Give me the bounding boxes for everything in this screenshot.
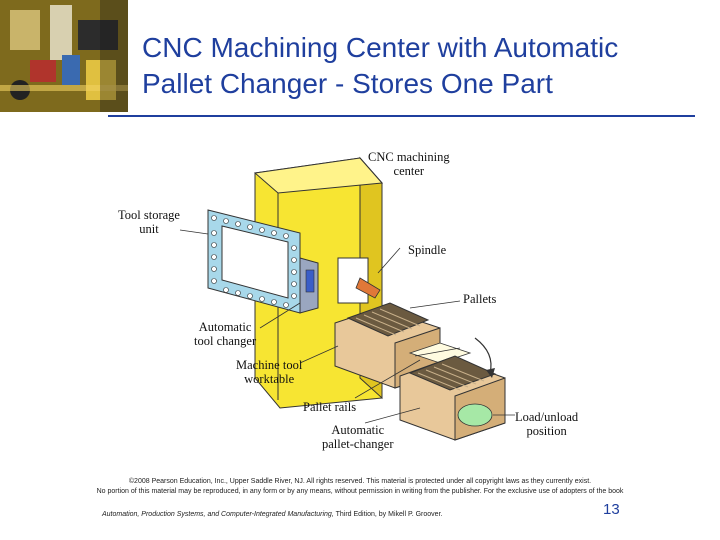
decorative-circuit-photo bbox=[0, 0, 128, 112]
label-pallet-rails: Pallet rails bbox=[303, 400, 357, 414]
label-tool-storage-line-1: Tool storage bbox=[118, 208, 180, 222]
label-tool-storage-line-2: unit bbox=[139, 222, 159, 236]
label-load-unload-position: Load/unload position bbox=[515, 410, 578, 438]
title-underline bbox=[108, 115, 695, 117]
label-automatic-pallet-changer: Automatic pallet-changer bbox=[322, 423, 393, 451]
copyright-line-1: ©2008 Pearson Education, Inc., Upper Sad… bbox=[128, 478, 592, 485]
label-load-line-2: position bbox=[526, 424, 567, 438]
label-tool-storage-unit: Tool storage unit bbox=[118, 208, 180, 236]
label-spindle: Spindle bbox=[408, 243, 447, 257]
copyright-line-2: No portion of this material may be repro… bbox=[96, 488, 624, 495]
page-number: 13 bbox=[603, 501, 620, 518]
label-cnc-machining-center: CNC machining center bbox=[368, 150, 450, 178]
book-edition-author: Third Edition, by Mikell P. Groover. bbox=[333, 511, 443, 518]
label-cnc-line-1: CNC machining bbox=[368, 150, 450, 164]
label-apc-line-1: Automatic bbox=[331, 423, 385, 437]
label-machine-tool-worktable: Machine tool worktable bbox=[236, 358, 302, 386]
title-line-2: Pallet Changer - Stores One Part bbox=[142, 68, 553, 99]
label-load-line-1: Load/unload bbox=[515, 410, 579, 424]
copyright-notice: ©2008 Pearson Education, Inc., Upper Sad… bbox=[0, 477, 720, 497]
label-automatic-tool-changer: Automatic tool changer bbox=[194, 320, 256, 348]
cnc-pallet-changer-diagram: CNC machining center Tool storage unit S… bbox=[110, 138, 610, 468]
label-pallets: Pallets bbox=[463, 292, 497, 306]
title-line-1: CNC Machining Center with Automatic bbox=[142, 32, 619, 63]
machine-illustration bbox=[179, 156, 515, 441]
label-worktable-line-2: worktable bbox=[244, 372, 295, 386]
label-atc-line-1: Automatic bbox=[198, 320, 252, 334]
book-citation: Automation, Production Systems, and Comp… bbox=[102, 511, 442, 518]
book-title: Automation, Production Systems, and Comp… bbox=[102, 511, 334, 518]
label-atc-line-2: tool changer bbox=[194, 334, 257, 348]
slide-title: CNC Machining Center with Automatic Pall… bbox=[142, 30, 712, 102]
label-cnc-line-2: center bbox=[393, 164, 425, 178]
label-worktable-line-1: Machine tool bbox=[236, 358, 303, 372]
label-apc-line-2: pallet-changer bbox=[322, 437, 394, 451]
